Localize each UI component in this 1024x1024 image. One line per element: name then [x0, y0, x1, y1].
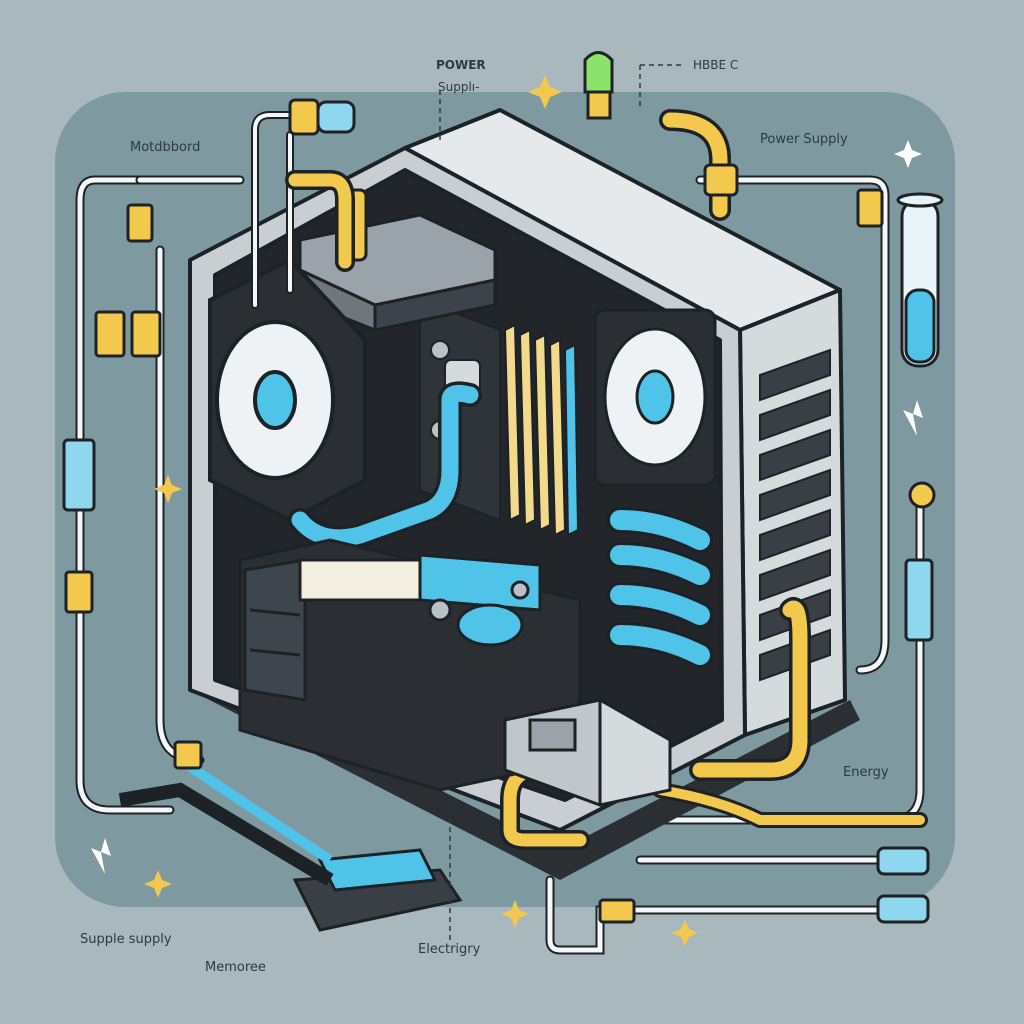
label-power: POWER — [436, 58, 486, 72]
connector — [598, 898, 636, 924]
cable-connectors — [62, 188, 936, 924]
coolant-pipe-fill — [291, 384, 479, 547]
external-power-brick — [503, 698, 672, 808]
connector — [904, 558, 934, 642]
connector — [876, 846, 930, 876]
yellow-pipes — [285, 109, 928, 850]
top-coolant-pipe — [251, 111, 304, 309]
label-supply-top: Supplı‑ — [438, 80, 480, 94]
label-memory: Memoree — [205, 960, 266, 975]
connector — [94, 310, 126, 358]
memory-modules — [503, 323, 580, 537]
graphics-card — [298, 553, 542, 647]
connector — [876, 894, 930, 924]
connector — [126, 203, 154, 243]
right-case-fan — [593, 308, 717, 487]
connector — [64, 570, 94, 614]
connector — [130, 310, 162, 358]
connector — [908, 481, 936, 509]
reservoir-tube — [896, 192, 944, 368]
label-supple-supply: Supple supply — [80, 932, 172, 947]
leader-lines — [439, 64, 685, 940]
label-power-supply: Power Supply — [760, 132, 848, 147]
pipe-coupler — [703, 163, 739, 197]
label-energy: Energy — [843, 765, 889, 780]
left-cpu-fan — [208, 257, 367, 523]
label-motherboard: Motdbbord — [130, 140, 201, 155]
sparkles — [144, 75, 698, 946]
indicator-bulb — [583, 51, 614, 120]
connector — [856, 188, 884, 228]
connector — [62, 438, 96, 512]
white-sparkles — [91, 140, 923, 874]
top-pipe-fitting — [288, 98, 356, 136]
bottom-memory-module — [118, 740, 463, 932]
coolant-coil — [607, 507, 713, 668]
label-hbbe: HBBE C — [693, 58, 739, 72]
label-electricity: Electrigry — [418, 942, 481, 957]
